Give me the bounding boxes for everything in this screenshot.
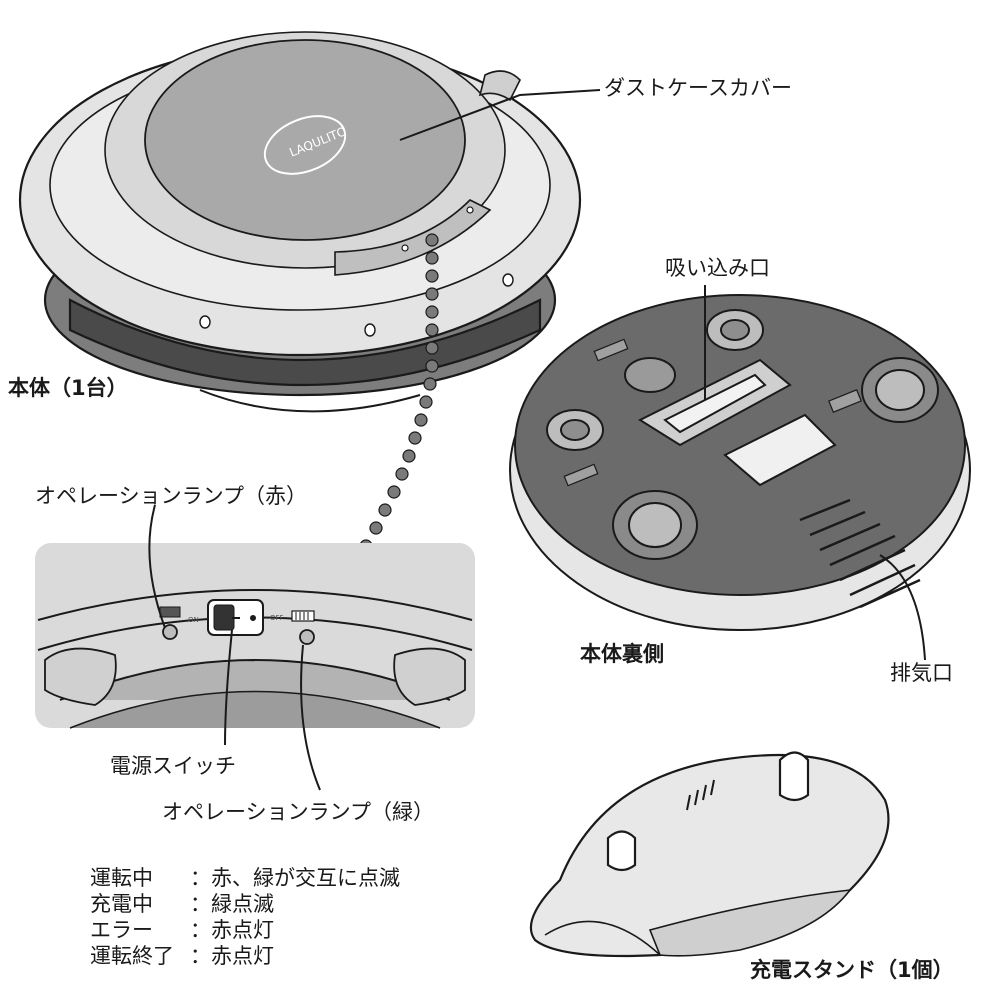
legend-state: エラー	[90, 918, 153, 942]
battery-low-icon	[159, 606, 181, 618]
leader-lamp-green	[300, 644, 321, 791]
legend-state: 運転終了	[90, 944, 174, 968]
legend-state: 充電中	[90, 892, 153, 916]
leader-dust-case-cover	[399, 89, 601, 141]
legend-separator: ：	[190, 892, 211, 916]
legend-separator: ：	[190, 918, 211, 942]
label-main-unit: 本体（1台）	[8, 376, 128, 400]
label-operation-lamp-green: オペレーションランプ（緑）	[162, 800, 434, 824]
legend-description: 赤、緑が交互に点滅	[211, 866, 400, 890]
label-charging-stand: 充電スタンド（1個）	[750, 958, 954, 982]
legend-row: 運転終了 ：赤点灯	[90, 943, 400, 969]
legend-separator: ：	[190, 866, 211, 890]
battery-full-icon	[291, 610, 315, 622]
label-main-unit-underside: 本体裏側	[580, 642, 664, 666]
label-suction-port: 吸い込み口	[665, 256, 770, 280]
on-label: ON	[188, 616, 199, 624]
charging-stand-illustration	[529, 751, 890, 958]
legend-row: 運転中 ：赤、緑が交互に点滅	[90, 865, 400, 891]
underside-illustration	[509, 294, 971, 631]
legend-description: 赤点灯	[211, 944, 274, 968]
leader-exhaust-port	[879, 554, 926, 661]
operation-lamp-red	[162, 624, 178, 640]
legend-description: 緑点滅	[211, 892, 274, 916]
legend-row: 充電中 ：緑点滅	[90, 891, 400, 917]
leader-power-switch	[224, 629, 233, 746]
legend-state: 運転中	[90, 866, 153, 890]
off-label: OFF	[270, 614, 284, 622]
control-panel-inset: ON OFF	[35, 543, 475, 729]
label-operation-lamp-red: オペレーションランプ（赤）	[35, 484, 307, 508]
legend-separator: ：	[190, 944, 211, 968]
leader-lamp-red	[148, 504, 166, 629]
main-unit-illustration: LAQULITO	[18, 31, 582, 413]
label-exhaust-port: 排気口	[890, 661, 953, 685]
label-dust-case-cover: ダストケースカバー	[604, 76, 792, 100]
label-power-switch: 電源スイッチ	[110, 754, 236, 778]
legend-row: エラー ：赤点灯	[90, 917, 400, 943]
operation-lamp-green	[299, 629, 315, 645]
lamp-status-legend: 運転中：赤、緑が交互に点滅 充電中：緑点滅 エラー：赤点灯 運転終了：赤点灯	[90, 865, 400, 969]
legend-description: 赤点灯	[211, 918, 274, 942]
